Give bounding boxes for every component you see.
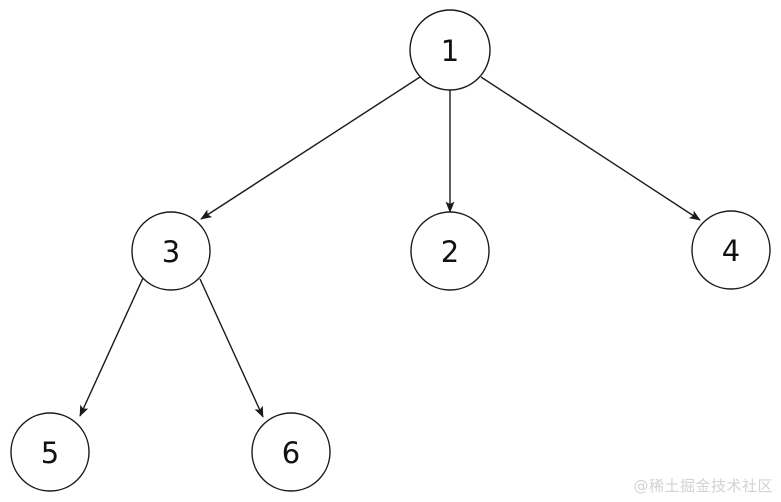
- node-circle-3[interactable]: [131, 211, 211, 291]
- node-6[interactable]: 6: [251, 412, 331, 492]
- node-4[interactable]: 4: [691, 210, 771, 290]
- node-circle-4[interactable]: [691, 210, 771, 290]
- edge-3-to-5: [79, 277, 144, 417]
- node-1[interactable]: 1: [409, 9, 491, 91]
- node-circle-2[interactable]: [410, 211, 490, 291]
- node-circle-1[interactable]: [409, 9, 491, 91]
- node-label-3: 3: [162, 235, 180, 269]
- node-circle-6[interactable]: [251, 412, 331, 492]
- node-label-6: 6: [282, 436, 300, 470]
- watermark-text: @稀土掘金技术社区: [633, 477, 773, 495]
- node-label-5: 5: [41, 436, 59, 470]
- node-2[interactable]: 2: [410, 211, 490, 291]
- node-3[interactable]: 3: [131, 211, 211, 291]
- node-label-1: 1: [441, 34, 459, 68]
- edge-3-to-6: [199, 278, 264, 418]
- node-label-2: 2: [441, 235, 459, 269]
- edge-1-to-4: [480, 76, 701, 221]
- edge-1-to-3: [200, 76, 421, 220]
- node-circle-5[interactable]: [10, 412, 90, 492]
- node-label-4: 4: [722, 234, 740, 268]
- edges-group: [79, 76, 701, 418]
- nodes-group: 1 3 2 4 5 6: [10, 9, 771, 492]
- node-5[interactable]: 5: [10, 412, 90, 492]
